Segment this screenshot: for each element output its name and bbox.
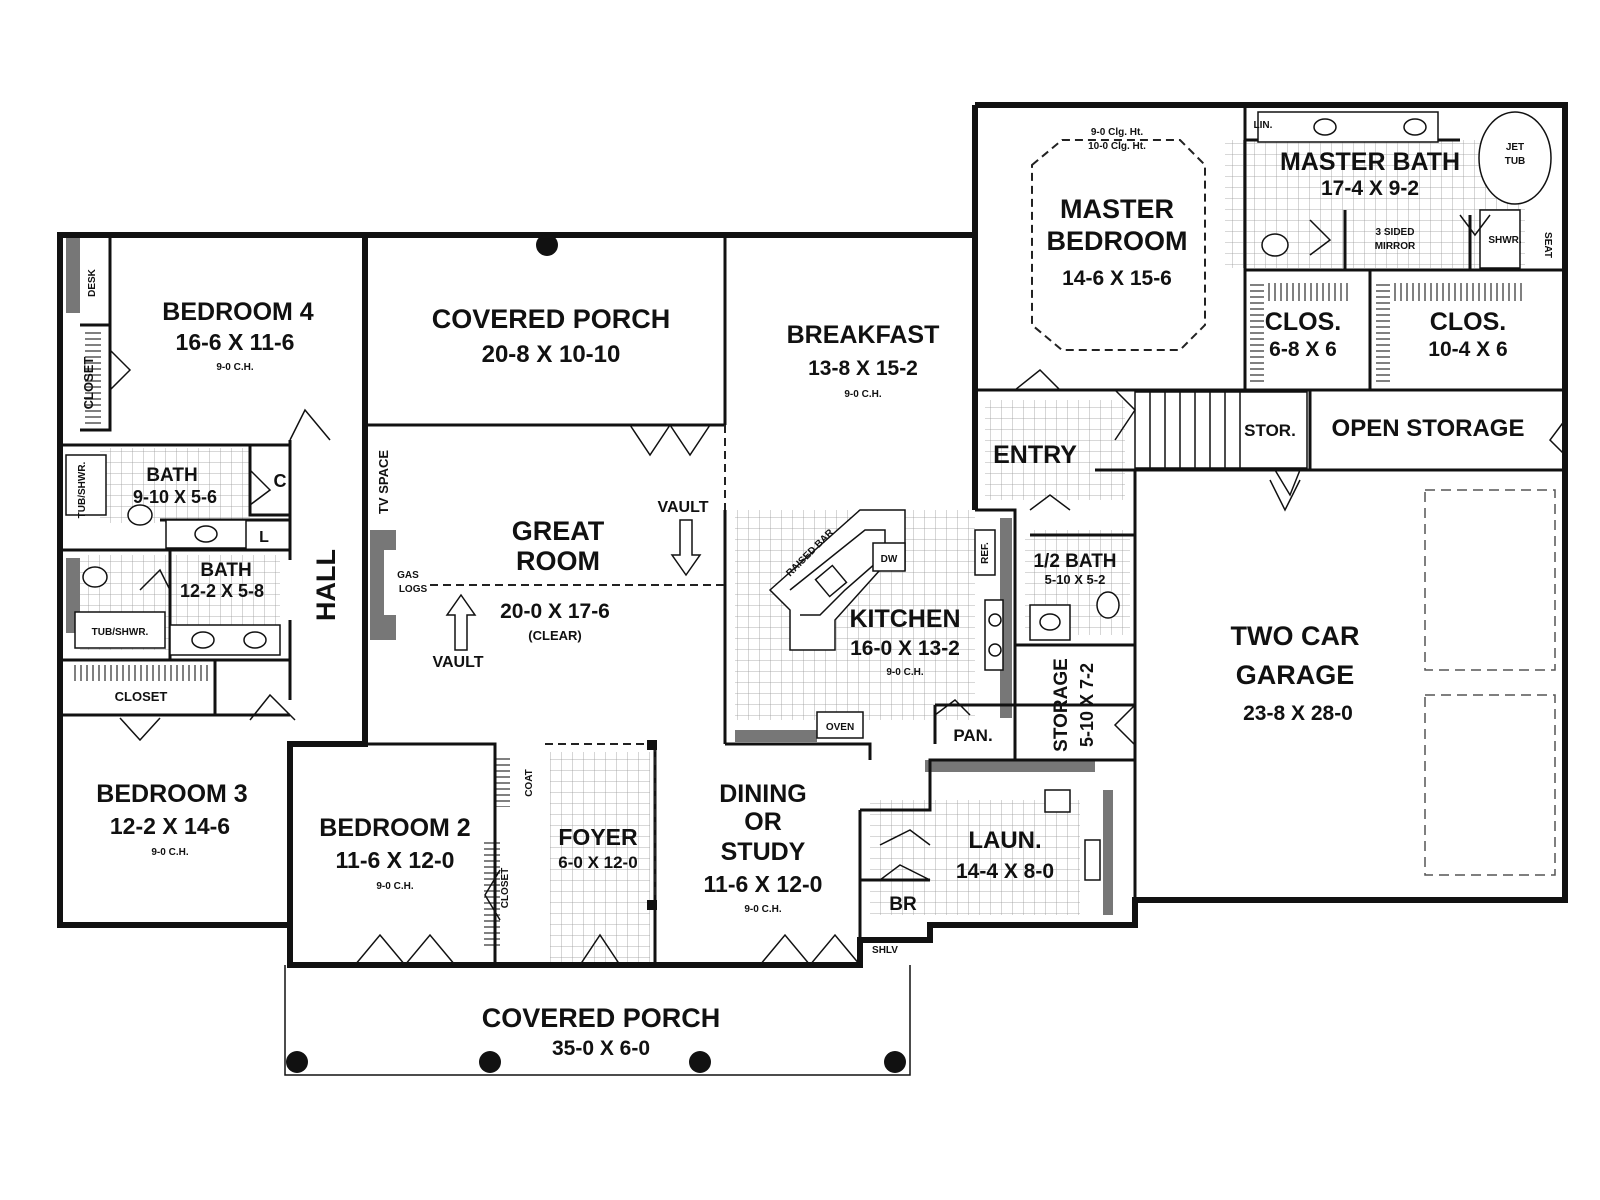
clos-right-dim: 10-4 X 6 [1428,338,1507,361]
jet-tub-2: TUB [1505,156,1526,167]
bedroom2-dim: 11-6 X 12-0 [336,847,455,873]
closet-b2-label: CLOSET [500,868,511,909]
clos-left-name: CLOS. [1265,308,1341,336]
bath1-dim: 9-10 X 5-6 [133,487,217,507]
clos-right-name: CLOS. [1430,308,1506,336]
pan-label: PAN. [953,726,992,745]
bedroom4-dim: 16-6 X 11-6 [176,329,295,355]
hall-name: HALL [311,549,341,621]
stor-name: STOR. [1244,421,1296,440]
breakfast-ceiling: 9-0 C.H. [844,389,881,400]
dining-name-3: STUDY [721,838,806,866]
front-porch-dim: 35-0 X 6-0 [552,1037,650,1060]
oven-label: OVEN [826,722,854,733]
kitchen-ceiling: 9-0 C.H. [886,667,923,678]
breakfast-name: BREAKFAST [787,321,940,349]
great-room-name-1: GREAT [512,516,605,546]
foyer-dim: 6-0 X 12-0 [558,853,637,872]
great-room-note: (CLEAR) [528,628,581,643]
master-ceiling-2: 10-0 Clg. Ht. [1088,141,1146,152]
master-bath-dim: 17-4 X 9-2 [1321,177,1419,200]
dining-name-2: OR [744,808,782,836]
master-bedroom-name-1: MASTER [1060,194,1174,224]
closet-b3-label: CLOSET [115,689,168,704]
bath2-tub: TUB/SHWR. [92,627,149,638]
master-ceiling-1: 9-0 Clg. Ht. [1091,127,1143,138]
dw-label: DW [881,554,898,565]
dining-dim: 11-6 X 12-0 [704,871,823,897]
bedroom4-ceiling: 9-0 C.H. [216,362,253,373]
bedroom4-name: BEDROOM 4 [162,298,314,326]
open-storage-name: OPEN STORAGE [1332,415,1525,442]
great-room-name-2: ROOM [516,546,600,576]
solid-fills [66,238,1113,915]
master-bath-name: MASTER BATH [1280,148,1460,176]
gas-logs-2: LOGS [399,584,428,595]
bedroom2-ceiling: 9-0 C.H. [376,881,413,892]
laun-dim: 14-4 X 8-0 [956,860,1054,883]
storage-name: STORAGE [1051,658,1072,752]
storage-dim: 5-10 X 7-2 [1077,663,1097,747]
closet-b4-label: CLOSET [81,357,96,410]
bath1-tub: TUB/SHWR. [77,461,88,518]
vault-label-2: VAULT [433,654,484,671]
mirror-2: MIRROR [1375,241,1416,252]
bath2-dim: 12-2 X 5-8 [180,581,264,601]
br-label: BR [889,894,917,915]
bedroom3-ceiling: 9-0 C.H. [151,847,188,858]
kitchen-counter [768,509,1004,739]
great-room-dim: 20-0 X 17-6 [500,600,610,623]
laun-name: LAUN. [968,827,1041,854]
dining-ceiling: 9-0 C.H. [744,904,781,915]
master-bedroom-dim: 14-6 X 15-6 [1062,267,1172,290]
front-porch-name: COVERED PORCH [482,1003,721,1033]
bath1-name: BATH [146,465,197,486]
interior-walls [60,105,1565,965]
exterior-walls [57,102,1568,968]
bath2-name: BATH [200,560,251,581]
porch-structure [284,234,911,1076]
rear-porch-name: COVERED PORCH [432,304,671,334]
jet-tub-1: JET [1506,142,1524,153]
breakfast-dim: 13-8 X 15-2 [808,357,918,380]
dashed-lines [430,139,1556,910]
vault-arrows [445,519,702,651]
kitchen-name: KITCHEN [849,605,960,633]
garage-name-2: GARAGE [1236,660,1355,690]
garage-name-1: TWO CAR [1231,621,1360,651]
gas-logs-1: GAS [397,570,419,581]
half-bath-name: 1/2 BATH [1033,551,1116,572]
bedroom3-dim: 12-2 X 14-6 [110,813,230,839]
coat-label: COAT [524,769,535,797]
lin-label: LIN. [1254,120,1273,131]
foyer-name: FOYER [558,824,638,850]
garage-dim: 23-8 X 28-0 [1243,702,1353,725]
vault-label-1: VAULT [658,499,709,516]
half-bath-dim: 5-10 X 5-2 [1045,572,1106,587]
rear-porch-dim: 20-8 X 10-10 [482,341,621,368]
door-swings [109,214,1566,967]
clos-left-dim: 6-8 X 6 [1269,338,1337,361]
ref-label: REF. [980,542,991,564]
c-label: C [274,471,287,491]
mirror-1: 3 SIDED [1376,227,1415,238]
shower-label: SHWR. [1488,235,1522,246]
seat-label: SEAT [1542,232,1553,258]
l-label: L [259,529,269,546]
bath-fixtures [65,111,1552,881]
closet-shelving [70,283,1522,948]
stairs [1134,391,1308,469]
bedroom3-name: BEDROOM 3 [96,780,247,808]
bedroom2-name: BEDROOM 2 [319,814,470,842]
dining-name-1: DINING [719,780,807,808]
tiled-areas [80,140,1525,962]
entry-name: ENTRY [993,441,1077,469]
kitchen-dim: 16-0 X 13-2 [850,637,960,660]
master-bedroom-name-2: BEDROOM [1047,226,1188,256]
shlv-label: SHLV [872,945,898,956]
tv-space-label: TV SPACE [376,450,391,514]
desk-label: DESK [87,268,98,297]
